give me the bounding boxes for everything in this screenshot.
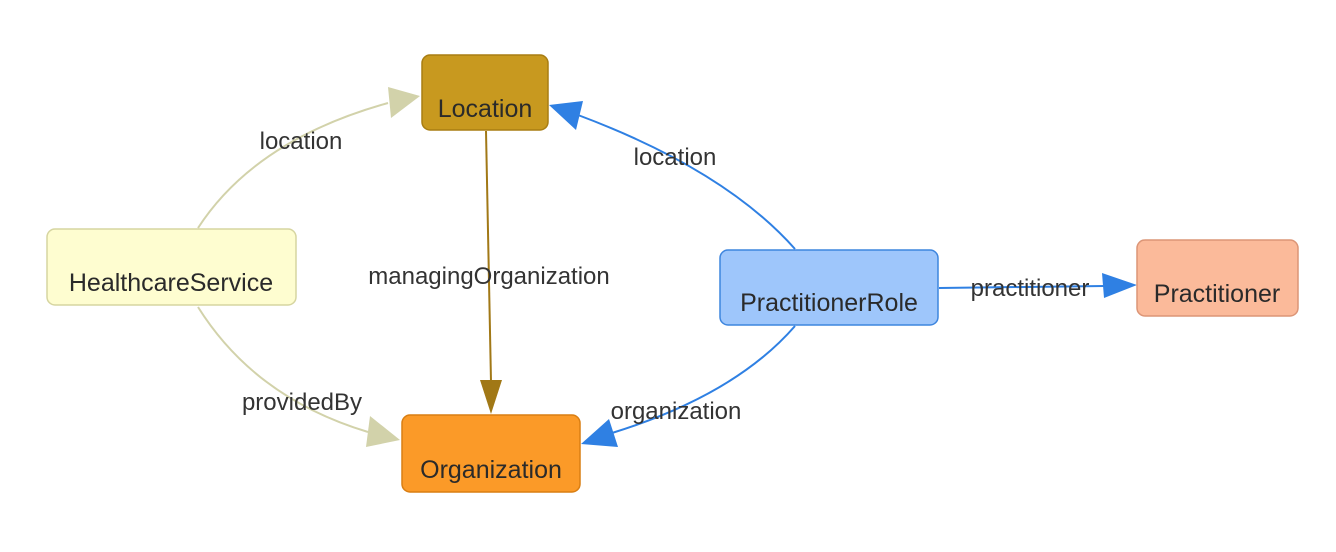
node-label: Practitioner: [1154, 280, 1280, 308]
edge-healthcareservice-location: location: [197, 87, 420, 229]
node-box: [401, 414, 581, 493]
edge-line: [197, 102, 389, 229]
edge-line: [485, 130, 492, 383]
node-box: [1136, 239, 1299, 317]
edge-practitionerrole-practitioner: practitioner: [938, 273, 1137, 302]
node-healthcareservice[interactable]: HealthcareService: [46, 228, 297, 306]
edge-line: [938, 285, 1105, 289]
arrowhead: [549, 101, 583, 130]
node-label: Organization: [420, 456, 562, 484]
edge-label: location: [634, 144, 717, 171]
edge-practitionerrole-organization: organization: [581, 325, 796, 447]
node-box: [46, 228, 297, 306]
node-box: [421, 54, 549, 131]
edge-line: [611, 325, 796, 434]
node-label: PractitionerRole: [740, 289, 918, 317]
edge-line: [577, 114, 796, 250]
node-practitionerrole[interactable]: PractitionerRole: [719, 249, 939, 326]
edge-label: location: [260, 128, 343, 155]
edge-healthcareservice-organization: providedBy: [197, 306, 400, 447]
edge-label: practitioner: [971, 275, 1090, 302]
edge-label: providedBy: [242, 389, 362, 416]
node-label: Location: [438, 95, 533, 123]
edge-label: managingOrganization: [368, 263, 610, 290]
arrowhead: [581, 419, 618, 447]
node-practitioner[interactable]: Practitioner: [1136, 239, 1299, 317]
arrowhead: [1102, 273, 1137, 298]
node-organization[interactable]: Organization: [401, 414, 581, 493]
arrowhead: [366, 416, 400, 447]
node-box: [719, 249, 939, 326]
edge-practitionerrole-location: location: [549, 101, 796, 250]
edge-label: organization: [611, 398, 742, 425]
node-location[interactable]: Location: [421, 54, 549, 131]
edge-line: [197, 306, 369, 433]
node-label: HealthcareService: [69, 269, 273, 297]
arrowhead: [388, 87, 420, 118]
edge-location-organization: managingOrganization: [368, 130, 610, 414]
arrowhead: [480, 380, 502, 414]
